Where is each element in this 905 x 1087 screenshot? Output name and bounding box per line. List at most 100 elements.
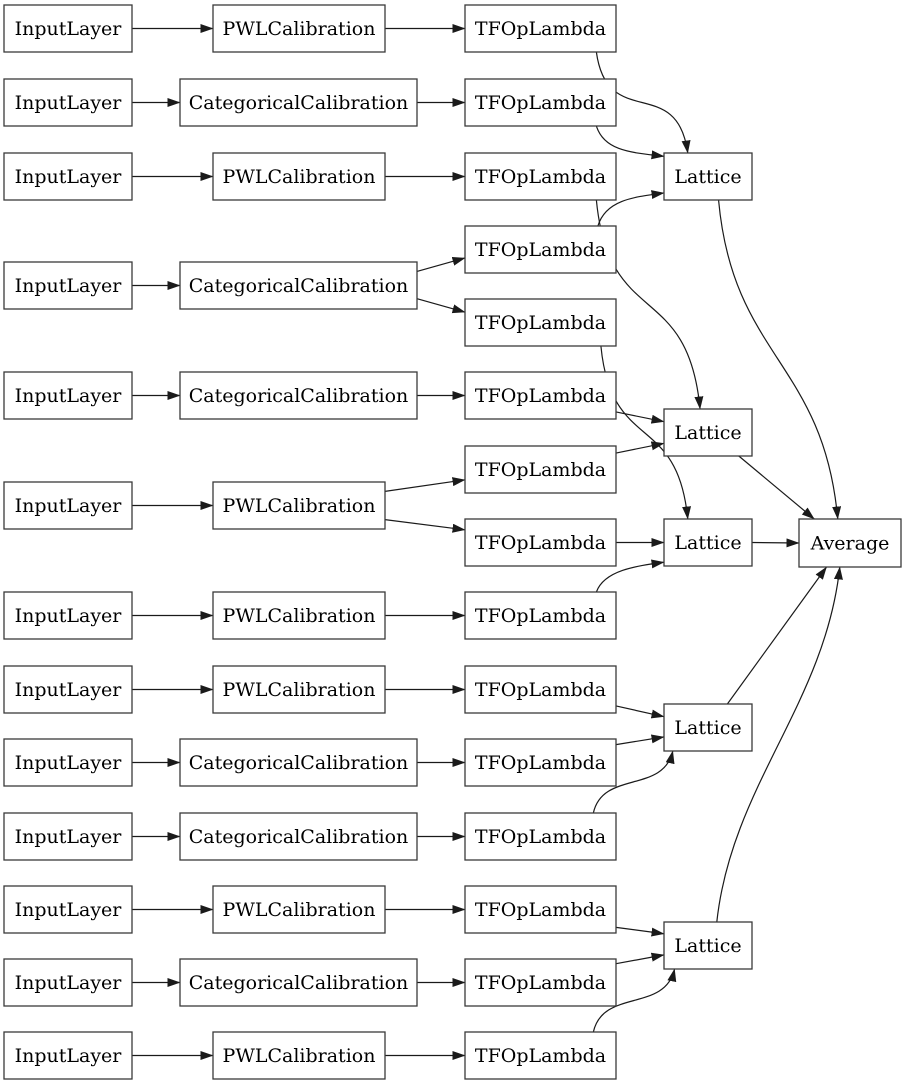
node-tfoplambda-t15: TFOpLambda <box>464 1031 617 1080</box>
node-tfoplambda-t12: TFOpLambda <box>464 812 617 861</box>
node-label: InputLayer <box>15 92 123 114</box>
node-box <box>3 152 133 201</box>
node-categoricalcalibration-c12: CategoricalCalibration <box>179 958 418 1007</box>
node-inputlayer-i6: InputLayer <box>3 481 133 530</box>
node-box <box>464 665 617 714</box>
node-label: TFOpLambda <box>475 532 606 554</box>
node-inputlayer-i13: InputLayer <box>3 1031 133 1080</box>
node-label: PWLCalibration <box>223 18 376 40</box>
node-lattice-l1: Lattice <box>663 152 753 201</box>
node-box <box>3 261 133 310</box>
node-pwlcalibration-c11: PWLCalibration <box>212 885 386 934</box>
node-box <box>663 921 753 970</box>
node-categoricalcalibration-c5: CategoricalCalibration <box>179 371 418 420</box>
node-box <box>464 591 617 640</box>
node-label: CategoricalCalibration <box>189 752 409 774</box>
node-label: Average <box>810 532 890 554</box>
node-label: PWLCalibration <box>223 166 376 188</box>
node-label: InputLayer <box>15 752 123 774</box>
node-pwlcalibration-c3: PWLCalibration <box>212 152 386 201</box>
edge-t2-l1 <box>595 125 665 160</box>
node-tfoplambda-t14: TFOpLambda <box>464 958 617 1007</box>
node-label: TFOpLambda <box>475 972 606 994</box>
edge-l2-avg <box>738 455 815 520</box>
node-box <box>464 885 617 934</box>
node-box <box>663 408 753 457</box>
edge-l4-avg <box>726 566 828 705</box>
node-label: TFOpLambda <box>475 459 606 481</box>
node-tfoplambda-t4: TFOpLambda <box>464 225 617 274</box>
node-box <box>3 481 133 530</box>
node-tfoplambda-t9: TFOpLambda <box>464 591 617 640</box>
node-box <box>464 371 617 420</box>
edge-t11-l4 <box>615 734 665 746</box>
node-label: TFOpLambda <box>475 1045 606 1067</box>
node-box <box>464 812 617 861</box>
node-box <box>464 518 617 567</box>
node-label: InputLayer <box>15 275 123 297</box>
node-inputlayer-i10: InputLayer <box>3 812 133 861</box>
node-pwlcalibration-c8: PWLCalibration <box>212 665 386 714</box>
edge-c6-t8 <box>384 519 466 533</box>
node-box <box>3 812 133 861</box>
node-box <box>464 1031 617 1080</box>
node-label: InputLayer <box>15 166 123 188</box>
node-box <box>3 738 133 787</box>
edge-t12-l4 <box>592 750 675 814</box>
node-inputlayer-i9: InputLayer <box>3 738 133 787</box>
edge-t15-l5 <box>592 968 677 1033</box>
node-label: Lattice <box>674 935 741 957</box>
node-inputlayer-i4: InputLayer <box>3 261 133 310</box>
node-tfoplambda-t2: TFOpLambda <box>464 78 617 127</box>
node-box <box>212 591 386 640</box>
node-box <box>212 885 386 934</box>
node-box <box>3 885 133 934</box>
node-tfoplambda-t3: TFOpLambda <box>464 152 617 201</box>
node-tfoplambda-t5: TFOpLambda <box>464 298 617 347</box>
node-label: InputLayer <box>15 18 123 40</box>
node-box <box>179 958 418 1007</box>
node-box <box>464 738 617 787</box>
node-categoricalcalibration-c10: CategoricalCalibration <box>179 812 418 861</box>
node-tfoplambda-t6: TFOpLambda <box>464 371 617 420</box>
node-inputlayer-i7: InputLayer <box>3 591 133 640</box>
node-box <box>179 261 418 310</box>
node-box <box>212 152 386 201</box>
node-box <box>3 665 133 714</box>
edge-t6-l2 <box>615 411 665 424</box>
node-inputlayer-i3: InputLayer <box>3 152 133 201</box>
node-box <box>3 958 133 1007</box>
edge-l3-avg <box>751 538 800 548</box>
node-pwlcalibration-c7: PWLCalibration <box>212 591 386 640</box>
node-inputlayer-i5: InputLayer <box>3 371 133 420</box>
node-pwlcalibration-c1: PWLCalibration <box>212 4 386 53</box>
node-inputlayer-i8: InputLayer <box>3 665 133 714</box>
node-tfoplambda-t10: TFOpLambda <box>464 665 617 714</box>
node-box <box>464 298 617 347</box>
node-label: PWLCalibration <box>223 605 376 627</box>
node-label: TFOpLambda <box>475 605 606 627</box>
node-label: TFOpLambda <box>475 752 606 774</box>
node-label: CategoricalCalibration <box>189 826 409 848</box>
node-categoricalcalibration-c9: CategoricalCalibration <box>179 738 418 787</box>
node-label: PWLCalibration <box>223 899 376 921</box>
node-label: TFOpLambda <box>475 312 606 334</box>
node-box <box>464 225 617 274</box>
node-box <box>464 445 617 494</box>
edge-t1-l1 <box>595 51 691 154</box>
node-box <box>663 152 753 201</box>
node-lattice-l4: Lattice <box>663 703 753 752</box>
node-label: CategoricalCalibration <box>189 275 409 297</box>
node-inputlayer-i12: InputLayer <box>3 958 133 1007</box>
node-label: InputLayer <box>15 605 123 627</box>
edge-t9-l3 <box>595 559 665 593</box>
node-tfoplambda-t7: TFOpLambda <box>464 445 617 494</box>
node-tfoplambda-t8: TFOpLambda <box>464 518 617 567</box>
node-label: PWLCalibration <box>223 495 376 517</box>
node-box <box>212 481 386 530</box>
node-box <box>464 152 617 201</box>
node-label: Lattice <box>674 166 741 188</box>
